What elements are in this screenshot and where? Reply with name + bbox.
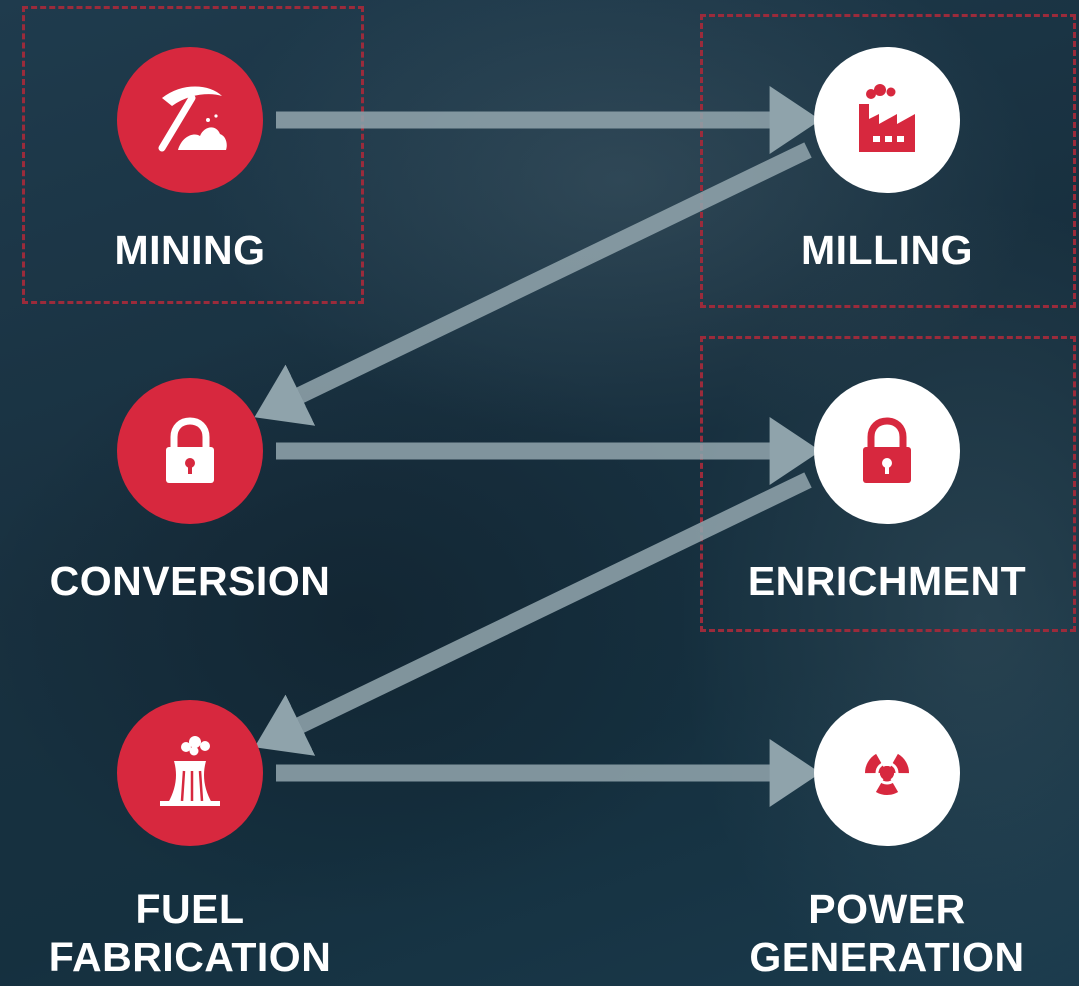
lock-icon [166, 417, 214, 483]
power-generation-label-line2: GENERATION [749, 934, 1025, 980]
fuel-fabrication-label-line2: FABRICATION [48, 934, 332, 980]
arrow-enrichment-to-fuel-fabrication [254, 472, 812, 756]
power-generation-label: POWER GENERATION [712, 885, 1062, 981]
power-generation-label-line1: POWER [808, 886, 966, 932]
enrichment-label: ENRICHMENT [747, 558, 1027, 604]
milling-label: MILLING [800, 227, 974, 273]
pickaxe-icon [158, 86, 227, 152]
enrichment-highlight-box [700, 336, 1076, 632]
fuel-fabrication-node [117, 700, 263, 846]
mining-node [117, 47, 263, 193]
power-generation-node [814, 700, 960, 846]
enrichment-node [814, 378, 960, 524]
milling-node [814, 47, 960, 193]
lock-icon [863, 417, 911, 483]
arrow-milling-to-conversion [254, 142, 812, 426]
mining-highlight-box [22, 6, 364, 304]
conversion-node [117, 378, 263, 524]
milling-highlight-box [700, 14, 1076, 308]
factory-icon [859, 84, 915, 152]
fuel-fabrication-label-line1: FUEL [135, 886, 245, 932]
cooling-tower-icon [160, 736, 220, 806]
fuel-fabrication-label: FUEL FABRICATION [20, 885, 360, 981]
radiation-icon [864, 753, 910, 796]
mining-label: MINING [114, 227, 266, 273]
conversion-label: CONVERSION [49, 558, 331, 604]
